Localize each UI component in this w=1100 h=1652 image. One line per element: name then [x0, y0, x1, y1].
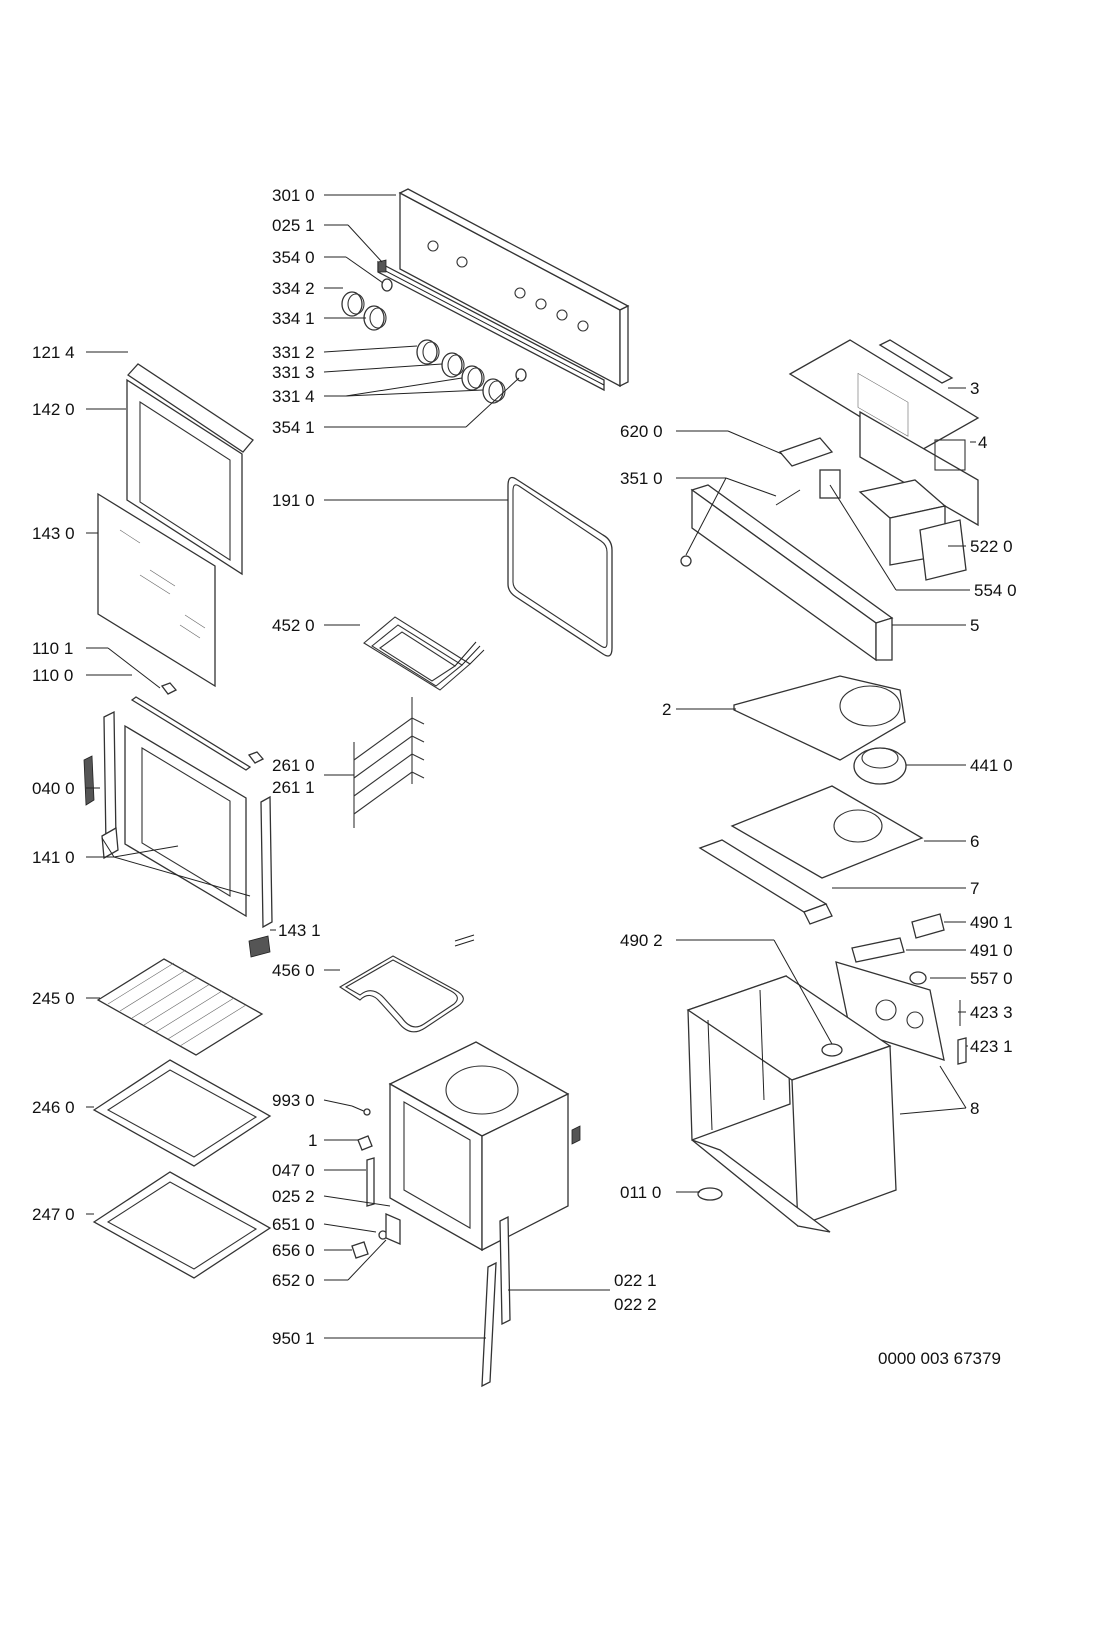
callout-label: 354 0	[272, 248, 315, 267]
callout-label: 491 0	[970, 941, 1013, 960]
callout-label: 5	[970, 616, 980, 635]
callout-label: 950 1	[272, 1329, 315, 1348]
inner-door-part	[83, 710, 273, 958]
callout-label: 247 0	[32, 1205, 75, 1224]
callout-label: 143 1	[278, 921, 321, 940]
callout-label: 191 0	[272, 491, 315, 510]
callout-label: 4	[978, 433, 988, 452]
callout-label: 331 4	[272, 387, 315, 406]
callout-label: 121 4	[32, 343, 75, 362]
hinge-brackets-part	[130, 682, 265, 771]
callout-label: 8	[970, 1099, 980, 1118]
callout-label: 2	[662, 700, 672, 719]
callout-label: 110 0	[32, 666, 74, 685]
callout-label: 331 2	[272, 343, 315, 362]
callout-label: 7	[970, 879, 980, 898]
callout-label: 490 1	[970, 913, 1013, 932]
back-plate-part	[698, 785, 924, 925]
knobs-334-part	[341, 278, 393, 331]
bottom-element-part	[338, 934, 475, 1033]
wire-shelf-part	[96, 958, 264, 1056]
callout-label: 554 0	[974, 581, 1017, 600]
door-seal-part	[507, 476, 613, 657]
knobs-331-part	[416, 339, 527, 404]
rear-panel-parts	[835, 913, 967, 1065]
baking-tray-part	[92, 1059, 272, 1167]
callout-label: 354 1	[272, 418, 315, 437]
callout-label: 047 0	[272, 1161, 315, 1180]
callout-label: 334 2	[272, 279, 315, 298]
callout-label: 331 3	[272, 363, 315, 382]
callout-label: 110 1	[32, 639, 74, 658]
callout-label: 141 0	[32, 848, 75, 867]
switch-parts	[778, 437, 967, 581]
callout-label: 025 1	[272, 216, 315, 235]
callout-label: 261 1	[272, 778, 315, 797]
cavity-small-parts	[351, 1105, 401, 1259]
callout-label: 261 0	[272, 756, 315, 775]
callout-label: 656 0	[272, 1241, 315, 1260]
callout-label: 557 0	[970, 969, 1013, 988]
callout-label: 1	[308, 1131, 318, 1150]
dripping-pan-part	[92, 1171, 272, 1279]
door-glass-part	[97, 492, 216, 688]
callout-label: 452 0	[272, 616, 315, 635]
callout-label: 143 0	[32, 524, 75, 543]
shelf-supports-part	[353, 697, 425, 828]
callout-label: 022 2	[614, 1295, 657, 1314]
callout-label: 334 1	[272, 309, 315, 328]
callout-label: 993 0	[272, 1091, 315, 1110]
trim-strip-part	[377, 259, 605, 392]
callout-label: 490 2	[620, 931, 663, 950]
top-cover-part	[788, 339, 980, 527]
callout-label: 441 0	[970, 756, 1013, 775]
oven-cavity-part	[388, 1041, 581, 1252]
callout-label: 301 0	[272, 186, 315, 205]
callout-label: 651 0	[272, 1215, 315, 1234]
door-frame-part	[126, 363, 254, 576]
callout-label: 423 3	[970, 1003, 1013, 1022]
drawing-number: 0000 003 67379	[878, 1349, 1001, 1368]
callout-label: 351 0	[620, 469, 663, 488]
callout-label: 423 1	[970, 1037, 1013, 1056]
callout-label: 246 0	[32, 1098, 75, 1117]
control-panel-part	[398, 188, 630, 388]
callout-label: 245 0	[32, 989, 75, 1008]
callout-label: 652 0	[272, 1271, 315, 1290]
grill-element-part	[363, 616, 485, 691]
side-rails-part	[481, 1215, 511, 1388]
callout-label: 011 0	[620, 1183, 662, 1202]
callout-label: 025 2	[272, 1187, 315, 1206]
callout-label: 6	[970, 832, 980, 851]
callout-label: 022 1	[614, 1271, 657, 1290]
callout-label: 040 0	[32, 779, 75, 798]
outer-housing-part	[686, 975, 897, 1233]
callout-label: 142 0	[32, 400, 75, 419]
leader-lines	[86, 194, 976, 1339]
callout-label: 456 0	[272, 961, 315, 980]
callout-label: 620 0	[620, 422, 663, 441]
control-frame-part	[680, 484, 894, 662]
callout-label: 3	[970, 379, 980, 398]
callout-label: 522 0	[970, 537, 1013, 556]
fan-cover-part	[733, 675, 907, 785]
